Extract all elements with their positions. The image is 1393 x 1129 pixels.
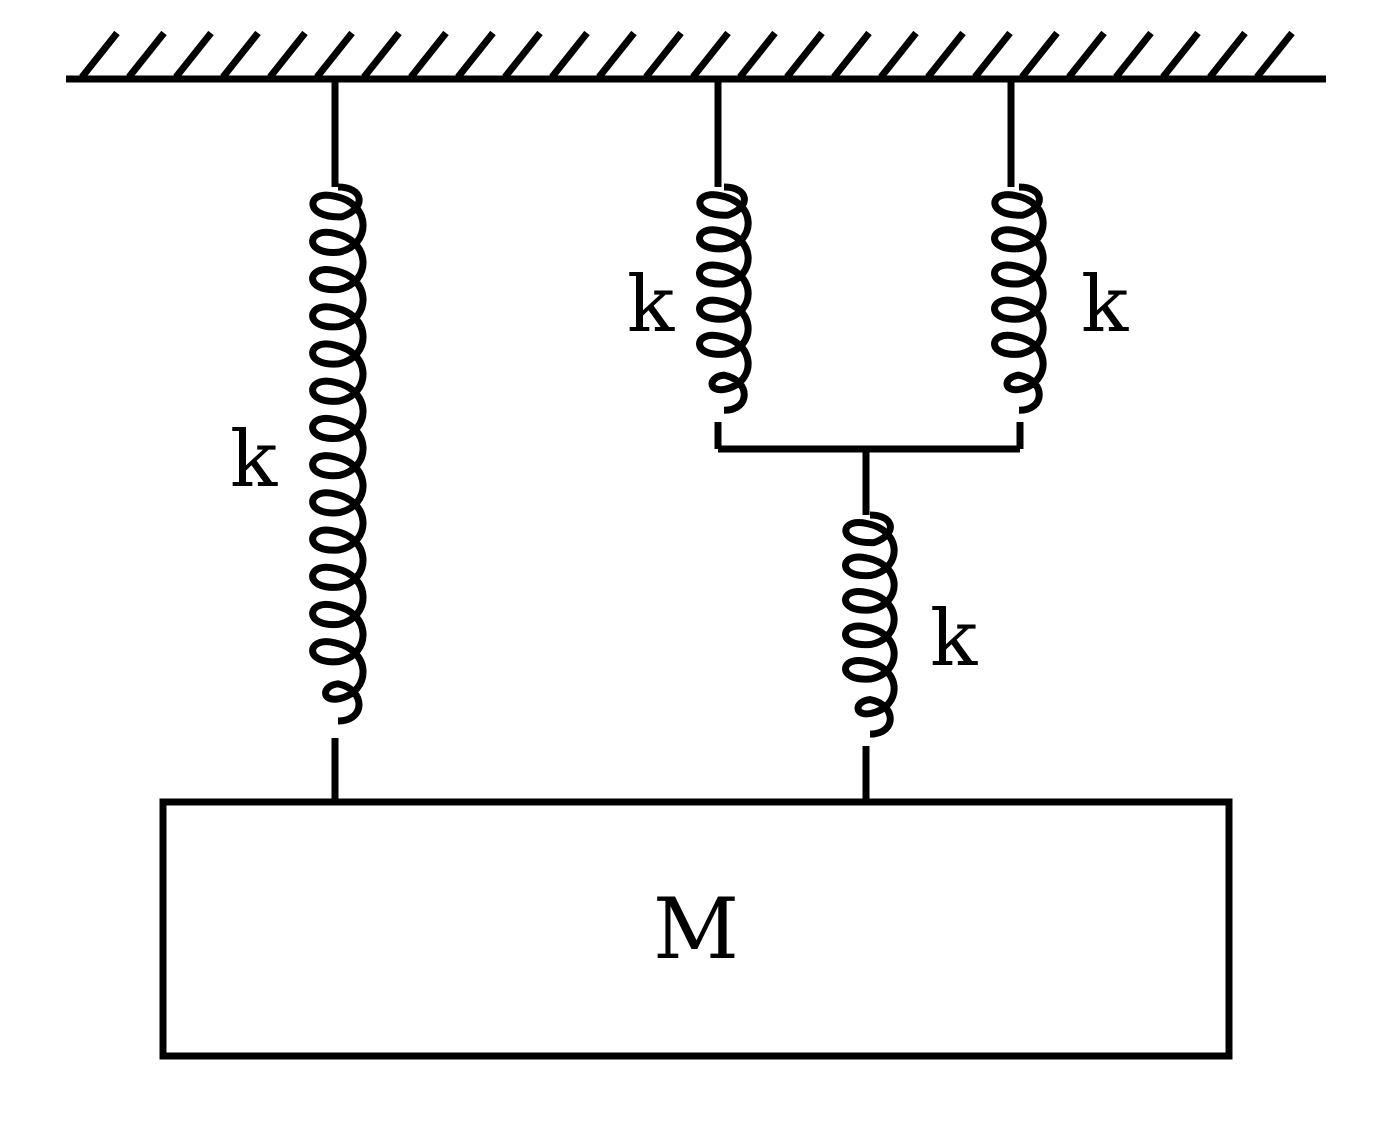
hatch-mark <box>878 30 919 80</box>
spring-bottom-middle-coil <box>842 511 898 738</box>
hatch-mark <box>549 30 590 80</box>
hatch-mark <box>737 30 778 80</box>
hatch-mark <box>690 30 731 80</box>
hatch-mark <box>831 30 872 80</box>
hatch-mark <box>220 30 261 80</box>
spring-top-right <box>991 79 1047 449</box>
mass-block <box>159 798 1233 1060</box>
hatch-mark <box>972 30 1013 80</box>
hatch-mark <box>596 30 637 80</box>
hatch-mark <box>361 30 402 80</box>
spring-left <box>309 79 367 802</box>
hatch-mark <box>79 30 120 80</box>
hatch-mark <box>1113 30 1154 80</box>
hatch-mark <box>173 30 214 80</box>
hatch-mark <box>408 30 449 80</box>
hatch-mark <box>925 30 966 80</box>
mass-label: M <box>653 880 739 978</box>
spring-bottom-middle <box>842 449 898 802</box>
ceiling <box>66 30 1326 83</box>
hatch-mark <box>1160 30 1201 80</box>
hatch-mark <box>1254 30 1295 80</box>
spring-top-middle-coil <box>696 183 752 414</box>
hatch-mark <box>1207 30 1248 80</box>
hatch-mark <box>1066 30 1107 80</box>
spring-left-coil <box>309 183 367 725</box>
hatch-mark <box>643 30 684 80</box>
hatch-mark <box>267 30 308 80</box>
spring-top-right-label: k <box>1081 260 1129 350</box>
hatch-mark <box>126 30 167 80</box>
spring-top-middle <box>696 79 752 449</box>
hatch-mark <box>455 30 496 80</box>
spring-top-right-coil <box>991 183 1047 414</box>
spring-top-middle-label: k <box>627 260 675 350</box>
ceiling-hatching <box>79 30 1295 80</box>
hatch-mark <box>502 30 543 80</box>
hatch-mark <box>784 30 825 80</box>
hatch-mark <box>1019 30 1060 80</box>
spring-bottom-middle-label: k <box>930 594 978 684</box>
hatch-mark <box>314 30 355 80</box>
spring-left-label: k <box>230 415 278 505</box>
